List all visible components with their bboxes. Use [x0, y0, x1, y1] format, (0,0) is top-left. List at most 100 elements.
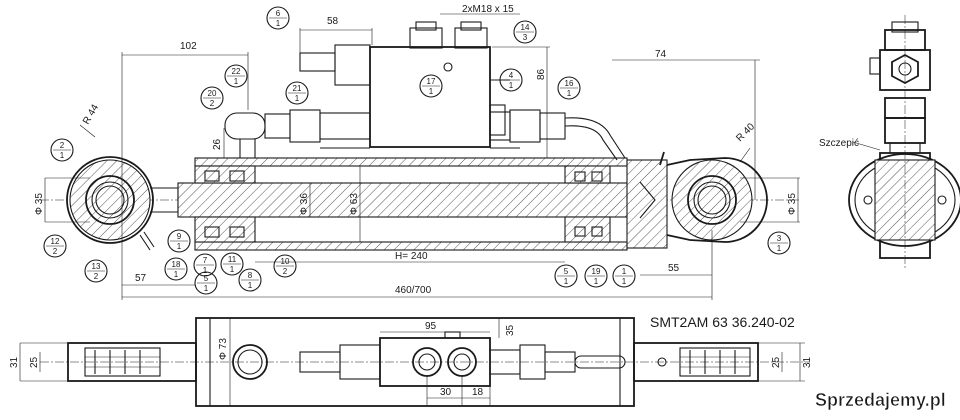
barrel-bottom-wall: [194, 241, 628, 251]
balloon: 21 1: [285, 81, 309, 105]
dim-phi73: Φ 73: [218, 338, 229, 360]
dim-phi36: Φ 36: [299, 193, 310, 215]
svg-text:1: 1: [248, 281, 253, 290]
svg-text:1: 1: [234, 77, 239, 86]
svg-text:3: 3: [523, 33, 528, 42]
svg-text:8: 8: [248, 271, 253, 280]
dim-460-700: 460/700: [395, 285, 432, 296]
dim-55: 55: [668, 263, 680, 274]
dim-57: 57: [135, 273, 147, 284]
piston-rod: [177, 182, 644, 218]
dim-102: 102: [180, 41, 197, 52]
svg-text:11: 11: [228, 255, 237, 264]
svg-text:9: 9: [177, 232, 182, 241]
balloons: 6 1 14 3 22 1 21 1 20 2 17 1: [43, 6, 791, 295]
dim-95: 95: [425, 321, 437, 332]
balloon: 13 2: [84, 259, 108, 283]
side-label: Szczepić: [819, 138, 859, 149]
svg-text:10: 10: [281, 257, 290, 266]
dim-31-right: 31: [802, 356, 813, 368]
end-cap: [626, 159, 668, 249]
balloon: 7 1: [193, 253, 217, 277]
dim-r40: R 40: [734, 121, 757, 144]
svg-text:16: 16: [565, 79, 574, 88]
balloon: 2 1: [50, 138, 74, 162]
dim-25-right: 25: [771, 356, 782, 368]
section-view: [40, 13, 800, 300]
balloon: 9 1: [167, 229, 191, 253]
balloon: 5 1: [194, 271, 218, 295]
svg-text:12: 12: [51, 237, 60, 246]
svg-text:1: 1: [177, 242, 182, 251]
left-eye: [66, 156, 179, 251]
svg-text:14: 14: [521, 23, 530, 32]
right-eye: [659, 151, 768, 243]
svg-text:6: 6: [276, 9, 281, 18]
svg-text:5: 5: [564, 267, 569, 276]
dim-35-top: 35: [505, 324, 516, 336]
balloon: 12 2: [43, 234, 67, 258]
dim-30: 30: [440, 387, 452, 398]
svg-text:2: 2: [53, 247, 58, 256]
dim-74: 74: [655, 49, 667, 60]
balloon: 1 1: [612, 264, 636, 288]
dim-18: 18: [472, 387, 484, 398]
svg-text:1: 1: [564, 277, 569, 286]
balloon: 11 1: [220, 252, 244, 276]
svg-text:1: 1: [60, 151, 65, 160]
svg-text:1: 1: [204, 284, 209, 293]
svg-text:17: 17: [427, 77, 436, 86]
dim-thread: 2xM18 x 15: [462, 4, 514, 15]
dim-phi35-left: Φ 35: [34, 193, 45, 215]
svg-text:18: 18: [172, 260, 181, 269]
svg-text:7: 7: [203, 256, 208, 265]
dim-25-left: 25: [29, 356, 40, 368]
dim-58: 58: [327, 16, 339, 27]
svg-text:4: 4: [509, 71, 514, 80]
svg-text:1: 1: [230, 265, 235, 274]
svg-text:21: 21: [293, 84, 302, 93]
svg-text:19: 19: [592, 267, 601, 276]
svg-text:3: 3: [777, 234, 782, 243]
svg-text:1: 1: [777, 244, 782, 253]
dimension-lines: [44, 13, 800, 300]
part-number: SMT2AM 63 36.240-02: [650, 314, 795, 330]
svg-text:1: 1: [174, 270, 179, 279]
balloon: 22 1: [224, 64, 248, 88]
balloon: 6 1: [266, 6, 290, 30]
piston: [564, 165, 611, 184]
svg-text:1: 1: [622, 277, 627, 286]
gland: [194, 165, 256, 184]
svg-text:1: 1: [622, 267, 627, 276]
balloon: 17 1: [419, 74, 443, 98]
watermark: Sprzedajemy.pl: [815, 390, 946, 411]
dim-r44: R 44: [81, 102, 101, 126]
dim-31-left: 31: [9, 356, 20, 368]
svg-text:1: 1: [203, 266, 208, 275]
dim-26: 26: [212, 138, 223, 150]
balloon: 5 1: [554, 264, 578, 288]
fittings: [224, 109, 626, 161]
balloon: 10 2: [273, 254, 297, 278]
svg-text:13: 13: [92, 262, 101, 271]
dim-phi35-right: Φ 35: [787, 193, 798, 215]
barrel-top-wall: [194, 157, 628, 167]
dim-phi63: Φ 63: [349, 193, 360, 215]
balloon: 16 1: [557, 76, 581, 100]
bottom-view: [19, 317, 810, 407]
balloon: 20 2: [200, 86, 224, 110]
watermark-text: Sprzedajemy.pl: [815, 390, 946, 410]
svg-text:2: 2: [94, 272, 99, 281]
dim-86: 86: [536, 68, 547, 80]
svg-text:1: 1: [509, 81, 514, 90]
balloon: 14 3: [513, 20, 537, 44]
svg-text:2: 2: [283, 267, 288, 276]
svg-text:1: 1: [594, 277, 599, 286]
balloon: 8 1: [238, 268, 262, 292]
svg-text:1: 1: [295, 94, 300, 103]
svg-text:1: 1: [276, 19, 281, 28]
svg-text:1: 1: [567, 89, 572, 98]
bottom-texts: SMT2AM 63 36.240-02 95 35 Φ 73 31 25 30 …: [9, 314, 813, 398]
side-view: Szczepić: [819, 15, 960, 270]
